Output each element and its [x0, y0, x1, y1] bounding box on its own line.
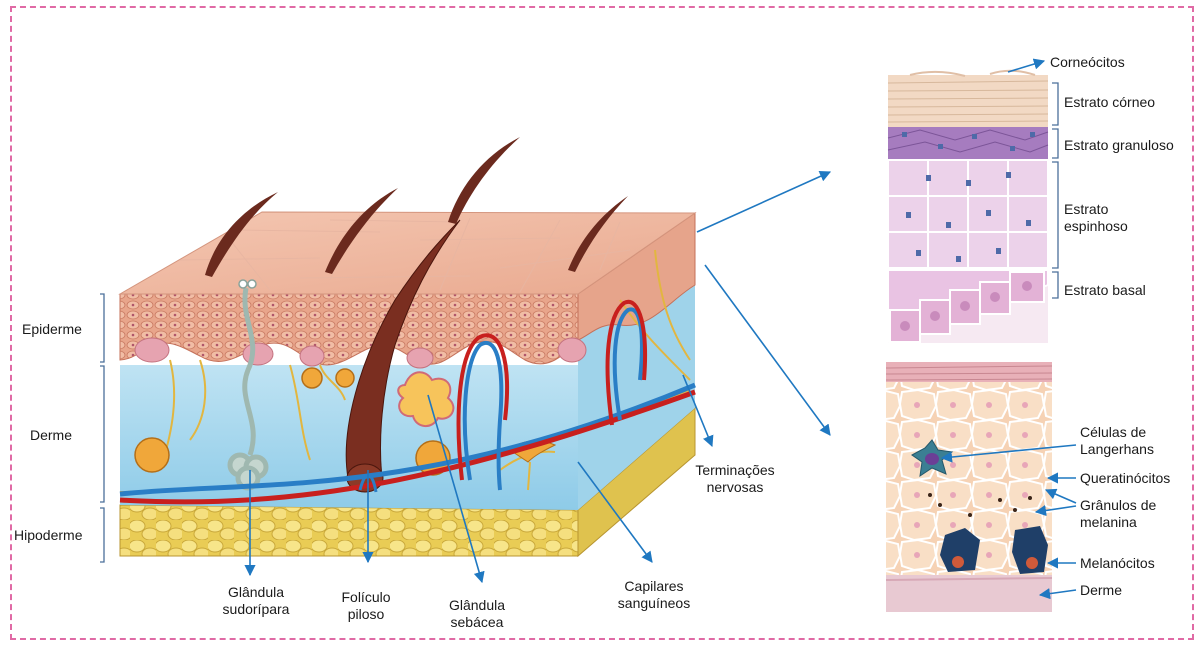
- label-estrato-basal: Estrato basal: [1064, 282, 1146, 299]
- label-estrato-granuloso: Estrato granuloso: [1064, 137, 1174, 154]
- label-estrato-corneo: Estrato córneo: [1064, 94, 1155, 111]
- label-queratinocitos: Queratinócitos: [1080, 470, 1170, 487]
- strata-panel: [888, 71, 1058, 343]
- cells-panel: [886, 362, 1052, 612]
- label-derme-detail: Derme: [1080, 582, 1122, 599]
- label-corneocitos: Corneócitos: [1050, 54, 1125, 71]
- layer-brackets: [100, 294, 104, 562]
- hypodermis-front: [120, 505, 578, 556]
- label-derme: Derme: [30, 427, 72, 444]
- epidermis-front: [120, 294, 578, 365]
- label-epiderme: Epiderme: [22, 321, 82, 338]
- label-melanocitos: Melanócitos: [1080, 555, 1155, 572]
- label-hipoderme: Hipoderme: [14, 527, 82, 544]
